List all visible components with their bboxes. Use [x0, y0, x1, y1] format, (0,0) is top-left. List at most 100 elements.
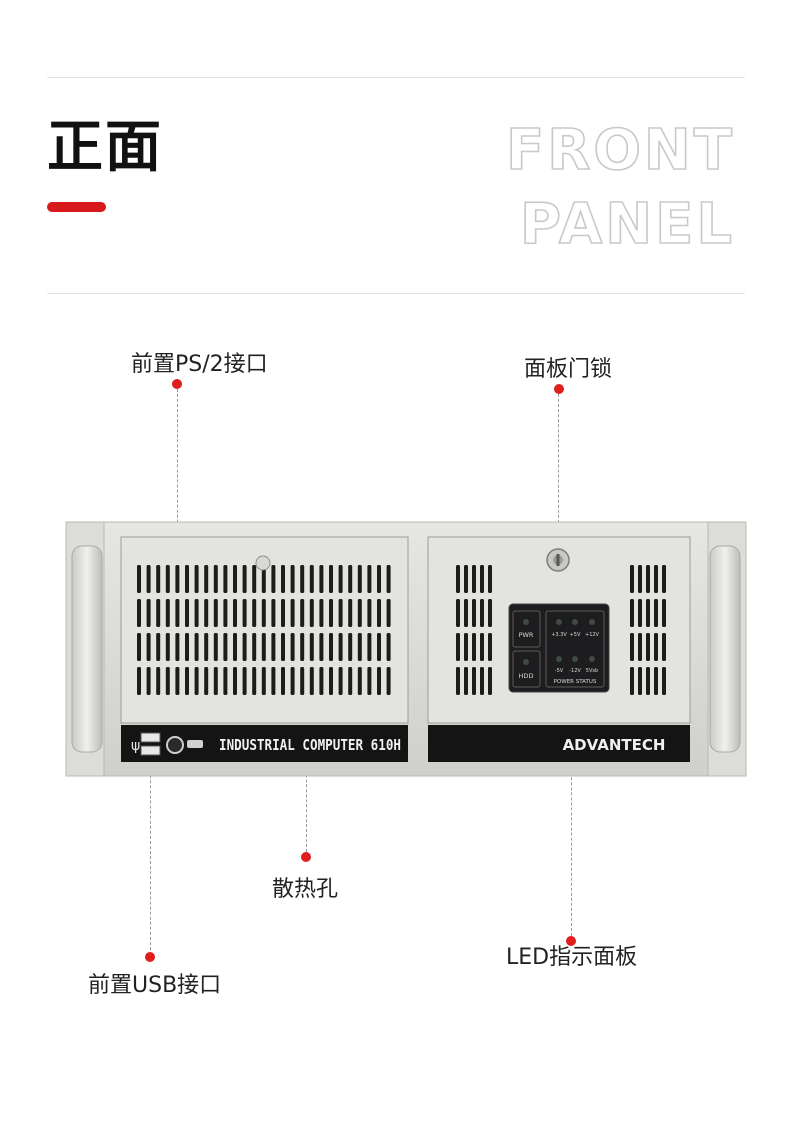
vent-slot — [480, 667, 484, 695]
vent-slot — [319, 599, 324, 627]
vent-slot — [146, 565, 151, 593]
vent-slot — [300, 633, 305, 661]
vent-slot — [281, 565, 285, 593]
vent-slot — [630, 667, 634, 695]
vent-slot — [654, 667, 658, 695]
vent-slot — [261, 633, 266, 661]
callout-usb-dot — [145, 952, 155, 962]
vent-slot — [464, 633, 468, 661]
vent-slot — [194, 599, 199, 627]
vent-slot — [300, 599, 305, 627]
vent-slot — [213, 633, 218, 661]
vent-slot — [377, 633, 381, 661]
vent-slot — [309, 667, 314, 695]
vent-slot — [662, 599, 666, 627]
vent-slot — [156, 599, 161, 627]
vent-slot — [165, 667, 170, 695]
callout-vents-label: 散热孔 — [272, 877, 339, 902]
vent-slot — [456, 565, 460, 593]
vent-slot — [480, 565, 484, 593]
english-title-line2: PANEL — [519, 192, 735, 257]
vent-slot — [204, 565, 209, 593]
vent-slot — [156, 565, 161, 593]
english-title-line1: FRONT — [505, 118, 735, 183]
usb-symbol-icon: ψ — [131, 738, 140, 754]
vent-slot — [654, 599, 658, 627]
vent-slot — [223, 565, 228, 593]
vent-slot — [175, 565, 180, 593]
vent-slot — [662, 667, 666, 695]
vent-slot — [213, 667, 218, 695]
vent-slot — [662, 565, 666, 593]
vent-slot — [223, 667, 228, 695]
vent-slot — [488, 667, 492, 695]
vent-slot — [242, 565, 247, 593]
vent-slot — [386, 667, 391, 695]
rail-neg5v-label: -5V — [555, 668, 564, 674]
vent-slot — [357, 667, 362, 695]
vent-slot — [646, 599, 650, 627]
vent-slot — [165, 599, 170, 627]
vent-slot — [386, 565, 391, 593]
vent-slot — [242, 633, 247, 661]
callout-led-dot — [566, 936, 576, 946]
vent-slot — [185, 667, 189, 695]
vent-slot — [137, 667, 141, 695]
vent-slot — [261, 565, 266, 593]
vent-slot — [329, 599, 333, 627]
vent-slot — [290, 599, 295, 627]
vent-slot — [281, 667, 285, 695]
led-panel — [508, 603, 610, 693]
vent-slot — [630, 599, 634, 627]
callout-ps2-dot — [172, 379, 182, 389]
vent-slot — [137, 565, 141, 593]
vent-slot — [472, 599, 476, 627]
vent-slot — [456, 633, 460, 661]
vent-slot — [386, 599, 391, 627]
pwr-led — [523, 619, 529, 625]
vent-slot — [367, 667, 372, 695]
vent-slot — [271, 633, 276, 661]
vent-slot — [233, 599, 237, 627]
vent-slot — [281, 633, 285, 661]
rail-neg12v-label: -12V — [569, 668, 581, 674]
vent-slot — [252, 599, 257, 627]
vent-slot — [223, 599, 228, 627]
vent-slot — [290, 633, 295, 661]
right-label-strip — [428, 725, 690, 762]
vent-slot — [309, 599, 314, 627]
hdd-led — [523, 659, 529, 665]
vent-slot — [185, 565, 189, 593]
vent-slot — [300, 565, 305, 593]
vent-slot — [261, 667, 266, 695]
vent-slot — [329, 633, 333, 661]
vent-slot — [319, 633, 324, 661]
vent-slot — [146, 667, 151, 695]
vent-slot — [638, 667, 642, 695]
vent-slot — [357, 565, 362, 593]
vent-slot — [137, 633, 141, 661]
vent-slot — [472, 565, 476, 593]
pwr-label: PWR — [519, 631, 534, 639]
vent-slot — [300, 667, 305, 695]
vent-slot — [638, 599, 642, 627]
vent-slot — [290, 565, 295, 593]
vent-slot — [367, 599, 372, 627]
vent-slot — [638, 565, 642, 593]
vent-slot — [213, 565, 218, 593]
vent-slot — [464, 599, 468, 627]
vent-slot — [271, 599, 276, 627]
left-handle — [71, 545, 103, 753]
vent-slot — [348, 633, 353, 661]
vent-slot — [646, 667, 650, 695]
callout-led-label: LED指示面板 — [506, 945, 638, 970]
vent-slot — [271, 667, 276, 695]
vent-slot — [456, 667, 460, 695]
vent-slot — [233, 667, 237, 695]
vent-slot — [348, 667, 353, 695]
vent-slot — [348, 565, 353, 593]
vent-slot — [638, 633, 642, 661]
usb-port-1 — [140, 732, 161, 743]
vent-slot — [377, 599, 381, 627]
